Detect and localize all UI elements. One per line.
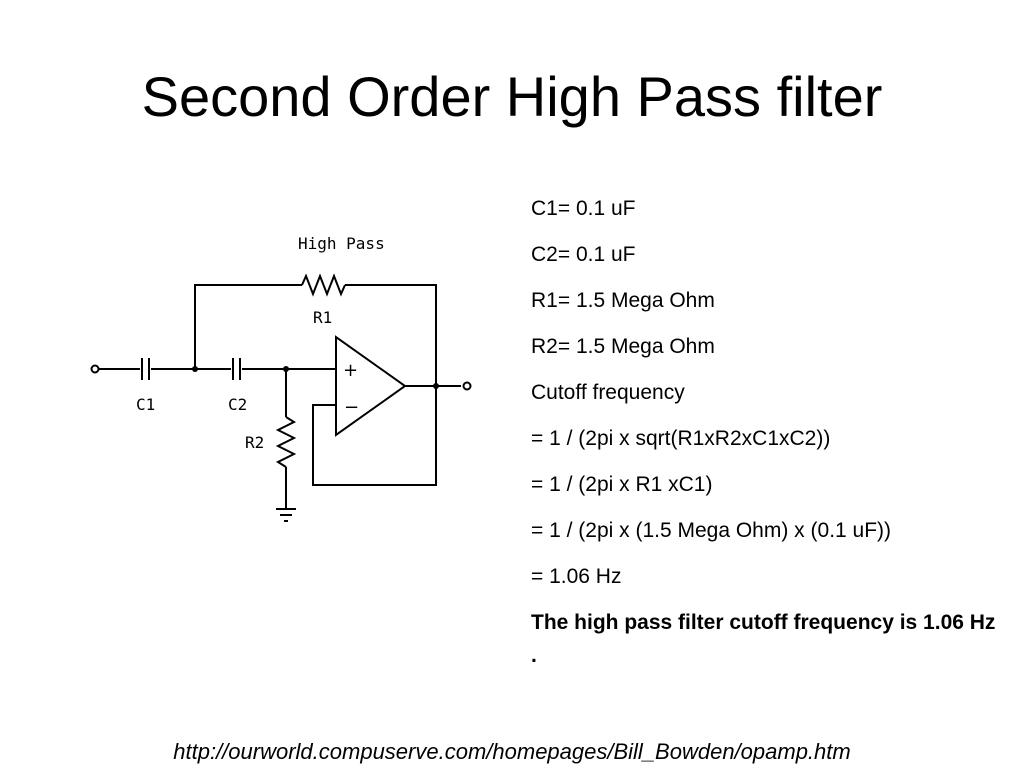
conclusion-text: The high pass filter cutoff frequency is… xyxy=(531,611,996,667)
r2-label: R2 xyxy=(245,433,264,452)
formula-step-3: = 1 / (2pi x (1.5 Mega Ohm) x (0.1 uF)) xyxy=(531,519,892,542)
source-link[interactable]: http://ourworld.compuserve.com/homepages… xyxy=(173,739,851,764)
junction-dot xyxy=(433,383,439,389)
r2-value: R2= 1.5 Mega Ohm xyxy=(531,335,715,358)
plus-sign: + xyxy=(343,360,358,381)
capacitor-c1 xyxy=(141,358,150,380)
output-terminal xyxy=(462,381,472,391)
circuit-diagram: High Pass R1 C1 C2 R2 + − xyxy=(90,234,472,522)
r1-value: R1= 1.5 Mega Ohm xyxy=(531,289,715,312)
opamp xyxy=(335,335,407,437)
c2-value: C2= 0.1 uF xyxy=(531,243,636,266)
resistor-r1 xyxy=(301,273,346,297)
feedback-wire-left xyxy=(194,284,302,369)
ground-symbol xyxy=(276,508,296,522)
input-terminal xyxy=(90,364,100,374)
slide-title: Second Order High Pass filter xyxy=(141,65,883,128)
calculation-panel: C1= 0.1 uF C2= 0.1 uF R1= 1.5 Mega Ohm R… xyxy=(531,196,1001,672)
circuit-heading: High Pass xyxy=(298,234,385,253)
capacitor-c2 xyxy=(232,358,241,380)
unity-feedback-wire xyxy=(312,386,437,486)
resistor-r2 xyxy=(275,416,297,468)
cutoff-heading: Cutoff frequency xyxy=(531,381,685,404)
c1-value: C1= 0.1 uF xyxy=(531,197,636,220)
c2-label: C2 xyxy=(228,395,247,414)
formula-step-1: = 1 / (2pi x sqrt(R1xR2xC1xC2)) xyxy=(531,427,831,450)
minus-sign: − xyxy=(344,397,359,418)
feedback-wire-right xyxy=(345,284,437,386)
junction-dot xyxy=(283,366,289,372)
formula-result: = 1.06 Hz xyxy=(531,565,622,588)
formula-step-2: = 1 / (2pi x R1 xC1) xyxy=(531,473,713,496)
c1-label: C1 xyxy=(136,395,155,414)
r1-label: R1 xyxy=(313,308,332,327)
junction-dot xyxy=(192,366,198,372)
